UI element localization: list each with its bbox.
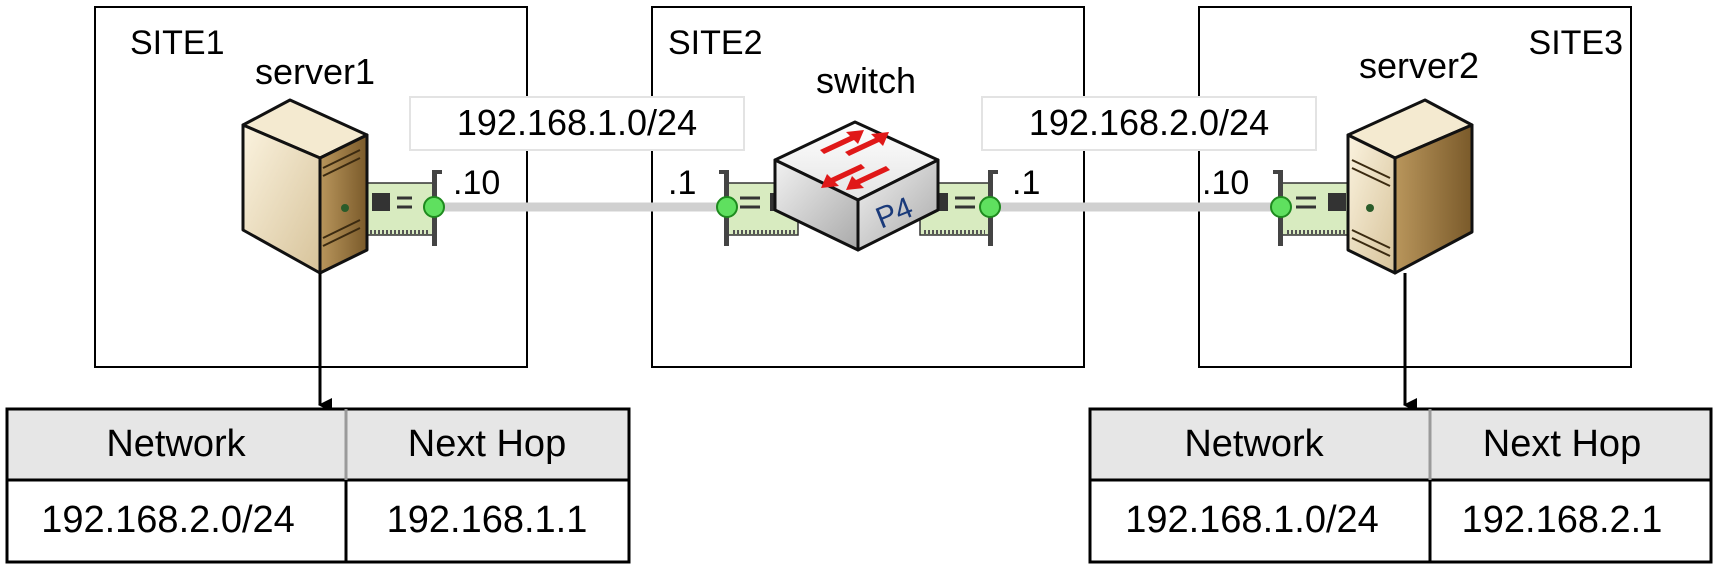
table2-cell-nexthop: 192.168.2.1 xyxy=(1462,499,1663,541)
table2-header-network: Network xyxy=(1184,423,1324,465)
site2-box xyxy=(651,6,1085,368)
switch-arrows-icon xyxy=(820,130,890,190)
site3-box xyxy=(1198,6,1632,368)
server2-ip-label: .10 xyxy=(1202,164,1249,202)
server2-port-icon xyxy=(1270,196,1292,218)
site1-label: SITE1 xyxy=(130,24,224,62)
switch-left-ip-label: .1 xyxy=(668,164,696,202)
server1-routing-table: Network Next Hop 192.168.2.0/24 192.168.… xyxy=(5,407,631,564)
switch-left-port-icon xyxy=(716,196,738,218)
site2-label: SITE2 xyxy=(668,24,762,62)
site3-label: SITE3 xyxy=(1529,24,1623,62)
table1-header-nexthop: Next Hop xyxy=(408,423,566,465)
table1-cell-network: 192.168.2.0/24 xyxy=(41,499,295,541)
subnet-label-2: 192.168.2.0/24 xyxy=(1029,102,1269,143)
server2-icon xyxy=(1346,98,1474,275)
table1-cell-nexthop: 192.168.1.1 xyxy=(387,499,588,541)
server2-label: server2 xyxy=(1359,45,1479,86)
site1-box xyxy=(94,6,528,368)
server1-icon xyxy=(241,98,369,275)
subnet-label-1: 192.168.1.0/24 xyxy=(457,102,697,143)
server1-ip-label: .10 xyxy=(453,164,500,202)
switch-right-ip-label: .1 xyxy=(1012,164,1040,202)
switch-icon xyxy=(773,120,940,252)
server1-port-icon xyxy=(423,196,445,218)
subnet-box-2 xyxy=(981,96,1317,151)
server1-label: server1 xyxy=(255,51,375,92)
table2-header-nexthop: Next Hop xyxy=(1483,423,1641,465)
table1-header-network: Network xyxy=(106,423,246,465)
switch-label: switch xyxy=(816,60,916,101)
table2-cell-network: 192.168.1.0/24 xyxy=(1125,499,1379,541)
server2-routing-table: Network Next Hop 192.168.1.0/24 192.168.… xyxy=(1088,407,1713,564)
switch-right-port-icon xyxy=(979,196,1001,218)
subnet-box-1 xyxy=(409,96,745,151)
